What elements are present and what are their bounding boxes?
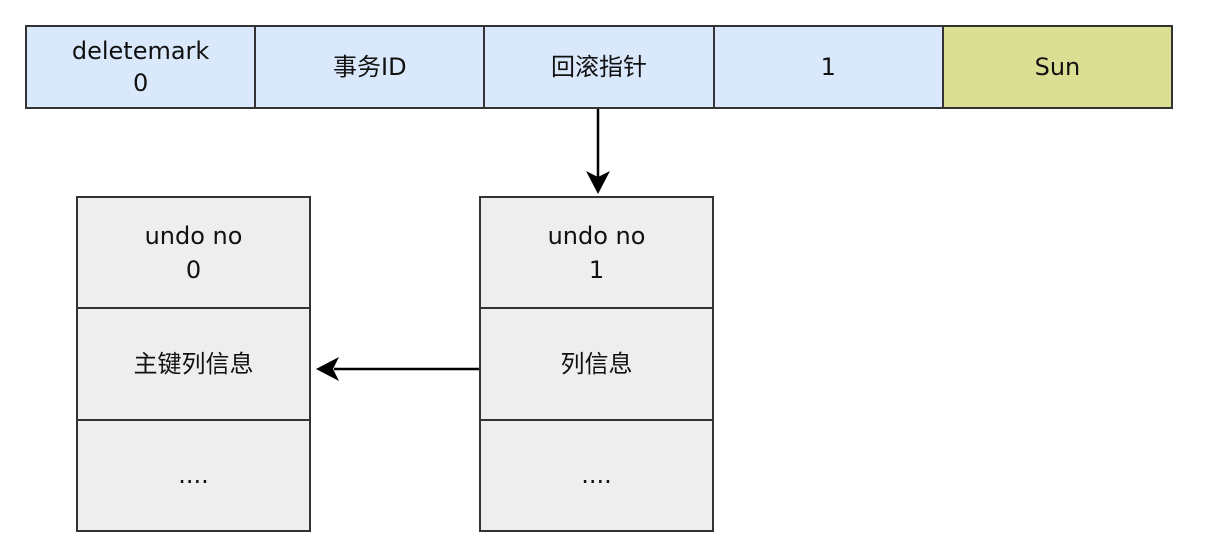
deletemark-value: 0 [132, 69, 149, 97]
undo-no-value: 0 [185, 255, 202, 284]
record-cell-transaction-id: 事务ID [256, 27, 486, 107]
record-cell-rollback-pointer: 回滚指针 [485, 27, 715, 107]
deletemark-label: deletemark [71, 37, 210, 65]
undo-log-0-info: 主键列信息 [78, 309, 309, 421]
undo-no-value: 1 [588, 255, 605, 284]
undo-log-1-undo-no: undo no 1 [481, 198, 712, 310]
primary-key-info-label: 主键列信息 [133, 349, 254, 378]
name-value: Sun [1034, 53, 1081, 81]
undo-chain-arrow [316, 357, 479, 381]
transaction-id-label: 事务ID [333, 53, 407, 81]
column-info-label: 列信息 [560, 349, 633, 378]
rollback-pointer-arrow [586, 109, 610, 194]
record-cell-deletemark: deletemark 0 [27, 27, 257, 107]
undo-log-1-info: 列信息 [481, 309, 712, 421]
undo-log-1-more: .... [481, 421, 712, 530]
undo-log-1: undo no 1 列信息 .... [479, 196, 714, 532]
record-cell-name-value: Sun [943, 27, 1172, 107]
rollback-pointer-label: 回滚指针 [551, 53, 647, 81]
undo-log-0: undo no 0 主键列信息 .... [76, 196, 311, 532]
undo-log-0-undo-no: undo no 0 [78, 198, 309, 310]
record-cell-id-value: 1 [714, 27, 944, 107]
record-row: deletemark 0 事务ID 回滚指针 1 Sun [25, 25, 1173, 109]
ellipsis-label: .... [581, 461, 612, 490]
id-value: 1 [820, 53, 836, 81]
undo-no-label: undo no [547, 221, 646, 250]
undo-log-0-more: .... [78, 421, 309, 530]
undo-no-label: undo no [144, 221, 243, 250]
ellipsis-label: .... [178, 461, 209, 490]
